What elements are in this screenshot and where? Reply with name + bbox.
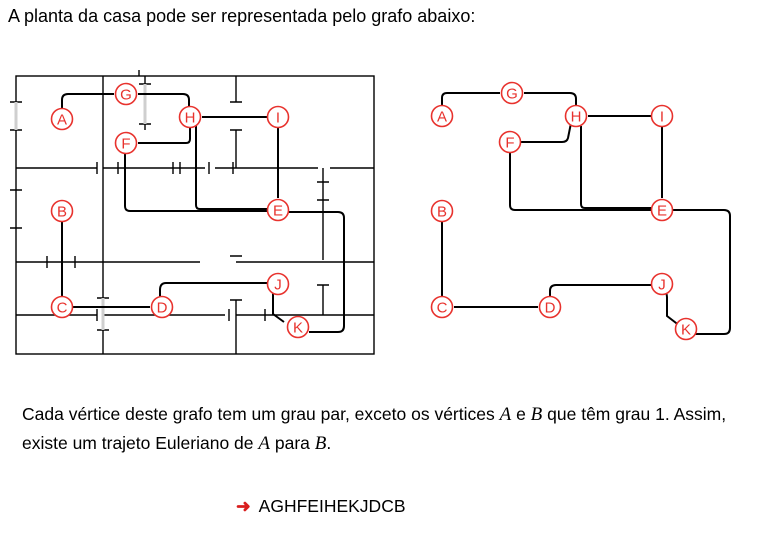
variable-b: B	[530, 404, 543, 425]
vertex-circle	[266, 105, 290, 129]
vertex-label: A	[437, 109, 447, 126]
vertex-label: A	[57, 112, 67, 129]
graph-vertex-a: A	[430, 104, 454, 128]
vertex-label: D	[157, 300, 168, 317]
vertex-label: E	[273, 203, 283, 220]
plan-vertex-f: F	[114, 131, 138, 155]
plan-vertex-j: J	[266, 272, 290, 296]
graph-vertex-i: I	[650, 104, 674, 128]
edge-f-e	[509, 152, 652, 211]
edge-a-g	[441, 92, 500, 106]
vertex-label: H	[185, 110, 196, 127]
edge-k-j	[661, 289, 681, 327]
graph-vertex-f: F	[498, 130, 522, 154]
variable-a: A	[499, 404, 512, 425]
plan-graph-edges	[61, 93, 345, 333]
vertex-circle	[266, 198, 290, 222]
vertex-circle	[674, 317, 698, 341]
vertex-circle	[650, 272, 674, 296]
vertex-circle	[564, 104, 588, 128]
vertex-label: B	[437, 204, 447, 221]
edge-j-d	[549, 284, 652, 298]
graph-vertex-e: E	[650, 198, 674, 222]
vertex-circle	[538, 295, 562, 319]
plan-vertex-e: E	[266, 198, 290, 222]
edge-h-e	[580, 126, 652, 209]
vertex-circle	[500, 81, 524, 105]
edge-e-k	[673, 209, 731, 335]
vertex-label: D	[545, 300, 556, 317]
vertex-circle	[430, 295, 454, 319]
vertex-label: B	[57, 204, 67, 221]
text-segment: e	[511, 404, 531, 424]
vertex-circle	[650, 198, 674, 222]
vertex-circle	[114, 131, 138, 155]
plan-shading	[14, 84, 147, 330]
vertex-label: C	[57, 300, 68, 317]
vertex-label: K	[681, 322, 691, 339]
text-segment: .	[326, 433, 332, 453]
vertex-label: G	[506, 86, 518, 103]
floor-plan	[10, 70, 375, 355]
figure: A B C D E F G H I J K A B C D E F G H I J K	[10, 70, 731, 355]
edge-g-h	[524, 92, 577, 109]
text-segment: para	[270, 433, 315, 453]
graph-vertex-k: K	[674, 317, 698, 341]
explanation-paragraph: Cada vértice deste grafo tem um grau par…	[22, 400, 767, 458]
vertex-circle	[150, 295, 174, 319]
vertex-circle	[178, 105, 202, 129]
answer-line: ➜ AGHFEIHEKJDCB	[236, 494, 406, 518]
variable-b: B	[314, 433, 327, 454]
vertex-label: G	[120, 87, 132, 104]
vertex-circle	[50, 295, 74, 319]
graph-vertex-g: G	[500, 81, 524, 105]
vertex-circle	[498, 130, 522, 154]
edge-h-f	[520, 122, 572, 143]
graph-vertex-h: H	[564, 104, 588, 128]
intro-text: A planta da casa pode ser representada p…	[8, 6, 476, 26]
plan-vertex-c: C	[50, 295, 74, 319]
vertex-circle	[286, 315, 310, 339]
variable-a: A	[258, 433, 270, 454]
vertex-nodes: A B C D E F G H I J K A B C D E F G H I J K	[50, 81, 698, 341]
text-segment: Cada vértice deste grafo tem um grau par…	[22, 404, 500, 424]
vertex-circle	[114, 82, 138, 106]
graph-vertex-c: C	[430, 295, 454, 319]
right-arrow-icon: ➜	[236, 496, 251, 516]
plan-outer-wall	[15, 75, 375, 355]
vertex-circle	[430, 104, 454, 128]
plan-vertex-h: H	[178, 105, 202, 129]
graph-vertex-b: B	[430, 199, 454, 223]
plan-vertex-i: I	[266, 105, 290, 129]
vertex-circle	[50, 199, 74, 223]
plan-vertex-b: B	[50, 199, 74, 223]
euler-path: AGHFEIHEKJDCB	[258, 496, 406, 516]
graph-vertex-d: D	[538, 295, 562, 319]
graph-vertex-j: J	[650, 272, 674, 296]
vertex-label: F	[505, 135, 514, 152]
vertex-label: C	[437, 300, 448, 317]
vertex-circle	[430, 199, 454, 223]
vertex-label: I	[660, 109, 664, 126]
plan-vertex-g: G	[114, 82, 138, 106]
vertex-label: F	[121, 136, 130, 153]
vertex-circle	[266, 272, 290, 296]
vertex-label: I	[276, 110, 280, 127]
vertex-label: K	[293, 320, 303, 337]
text-segment: que têm grau 1. Assim, existe um trajeto…	[22, 404, 727, 453]
vertex-circle	[50, 107, 74, 131]
vertex-circle	[650, 104, 674, 128]
plan-vertex-a: A	[50, 107, 74, 131]
vertex-label: H	[571, 109, 582, 126]
vertex-label: J	[274, 277, 282, 294]
plan-vertex-d: D	[150, 295, 174, 319]
vertex-label: J	[658, 277, 666, 294]
graph-edges	[441, 92, 731, 335]
plan-vertex-k: K	[286, 315, 310, 339]
vertex-label: E	[657, 203, 667, 220]
